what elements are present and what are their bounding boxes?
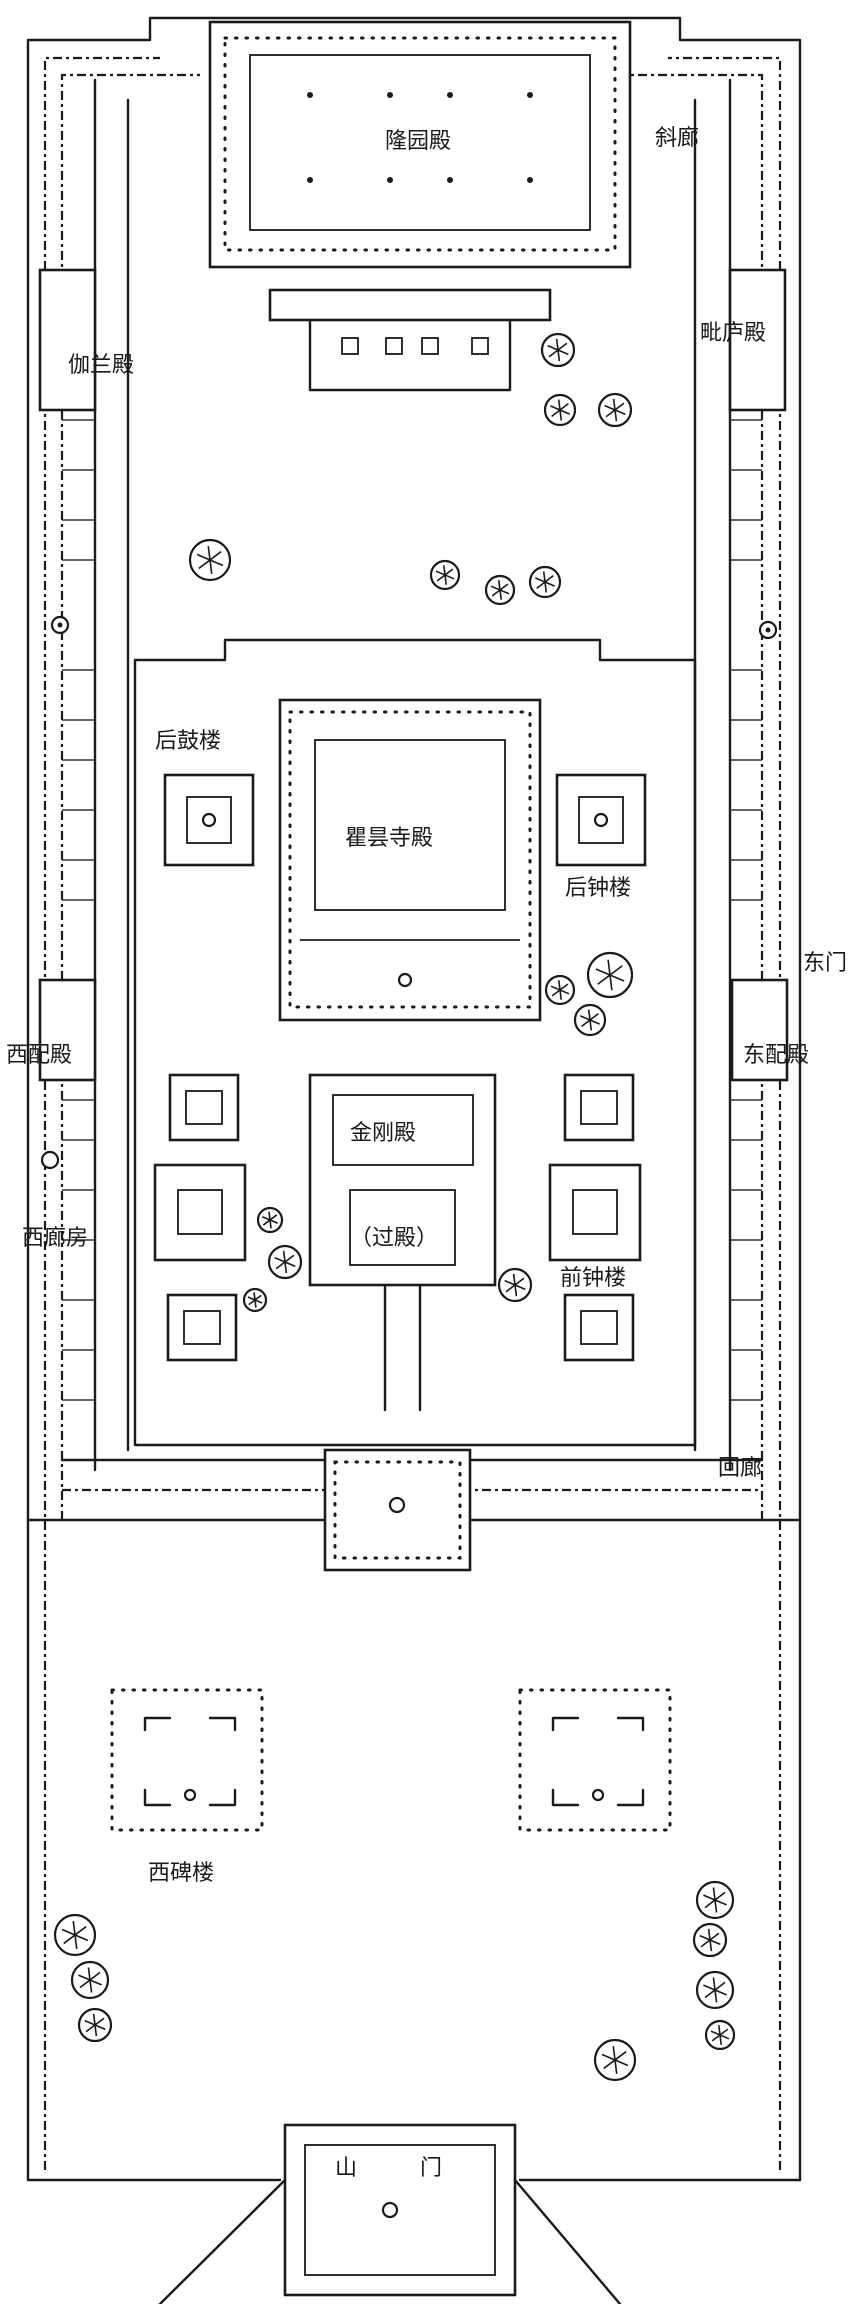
tree-spoke [85, 2017, 105, 2033]
labels: 隆园殿 斜廊 毗庐殿 伽兰殿 后鼓楼 瞿昙寺殿 后钟楼 东门 西配殿 东配殿 金… [6, 126, 847, 2181]
tree-spoke [505, 1277, 525, 1293]
label-west-corridor-rooms: 西廊房 [22, 1226, 88, 1251]
qutan-court [133, 638, 697, 1447]
tree-spoke [551, 983, 569, 997]
label-west-stele-pavilion: 西碑楼 [148, 1861, 214, 1886]
tree-spoke [248, 1294, 262, 1306]
label-west-side-hall: 西配殿 [6, 1043, 72, 1068]
label-vairocana-hall: 毗庐殿 [700, 321, 766, 346]
label-loop-corridor: 回廊 [718, 1456, 762, 1481]
tree-spoke [436, 568, 454, 582]
label-longen-hall: 隆园殿 [385, 129, 451, 154]
label-rear-bell-tower: 后钟楼 [565, 876, 631, 901]
vajra-hall [308, 1073, 497, 1412]
tree-spoke [603, 2050, 627, 2070]
tree-spoke [536, 575, 554, 589]
tree-spoke [262, 1214, 278, 1226]
label-passage-hall: （过殿） [350, 1226, 438, 1251]
label-east-gate: 东门 [803, 951, 847, 976]
label-qutan-hall: 瞿昙寺殿 [345, 826, 433, 851]
tree-spoke [704, 1981, 726, 1999]
longen-hall-columns [307, 92, 533, 183]
tree-spoke [198, 550, 222, 570]
label-mountain-gate-right: 门 [420, 2156, 442, 2181]
trees [53, 332, 736, 2082]
loop-corridor [26, 1448, 802, 1572]
tree-spoke [63, 1925, 87, 1945]
tree-spoke [700, 1932, 720, 1948]
mountain-gate [158, 2123, 622, 2304]
tree-spoke [551, 403, 569, 417]
tree-spoke [548, 342, 568, 358]
tree-spoke [79, 1971, 101, 1989]
label-qielan-hall: 伽兰殿 [68, 353, 134, 378]
label-vajra-hall: 金刚殿 [350, 1121, 416, 1146]
label-east-side-hall: 东配殿 [743, 1043, 809, 1068]
tree-spoke [491, 583, 509, 597]
label-slant-corridor: 斜廊 [655, 126, 699, 151]
west-gallery [38, 78, 130, 1472]
tree-spoke [597, 965, 623, 985]
label-rear-drum-tower: 后鼓楼 [155, 729, 221, 754]
label-mountain-gate-left: 山 [335, 2156, 357, 2181]
tree-spoke [581, 1013, 599, 1027]
label-front-bell-tower: 前钟楼 [560, 1266, 626, 1291]
tree-spoke [711, 2028, 729, 2042]
longen-hall [208, 20, 632, 392]
stele-pavilions [110, 1688, 672, 1832]
east-gallery [693, 78, 789, 1472]
tree-spoke [275, 1254, 295, 1270]
towers [153, 773, 647, 1362]
tree-spoke [704, 1891, 726, 1909]
tree-spoke [605, 402, 625, 418]
